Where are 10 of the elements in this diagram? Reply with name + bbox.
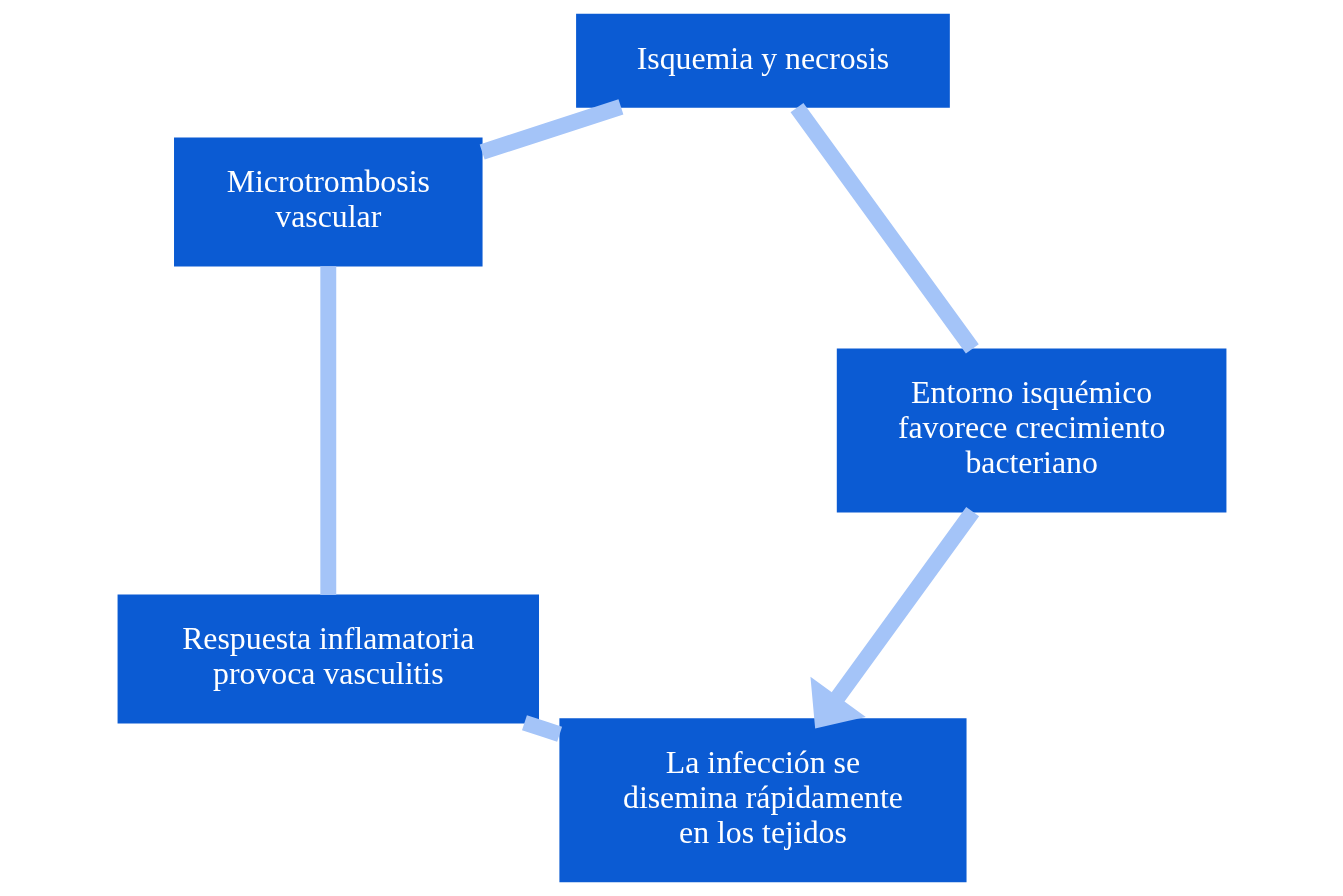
connector [479, 99, 623, 160]
node-box: Microtrombosis vascular [173, 137, 483, 267]
node-box: Respuesta inflamatoria provoca vasculitis [117, 594, 539, 724]
connector [521, 715, 562, 742]
node-box: Entorno isquémico favorece crecimiento bacteriano [836, 348, 1226, 513]
connector [790, 102, 979, 354]
node-box: Isquemia y necrosis [575, 13, 950, 108]
arrow [809, 507, 979, 729]
node-box: La infección se disemina rápidamente en los tejidos [558, 718, 967, 883]
connector [319, 266, 336, 595]
